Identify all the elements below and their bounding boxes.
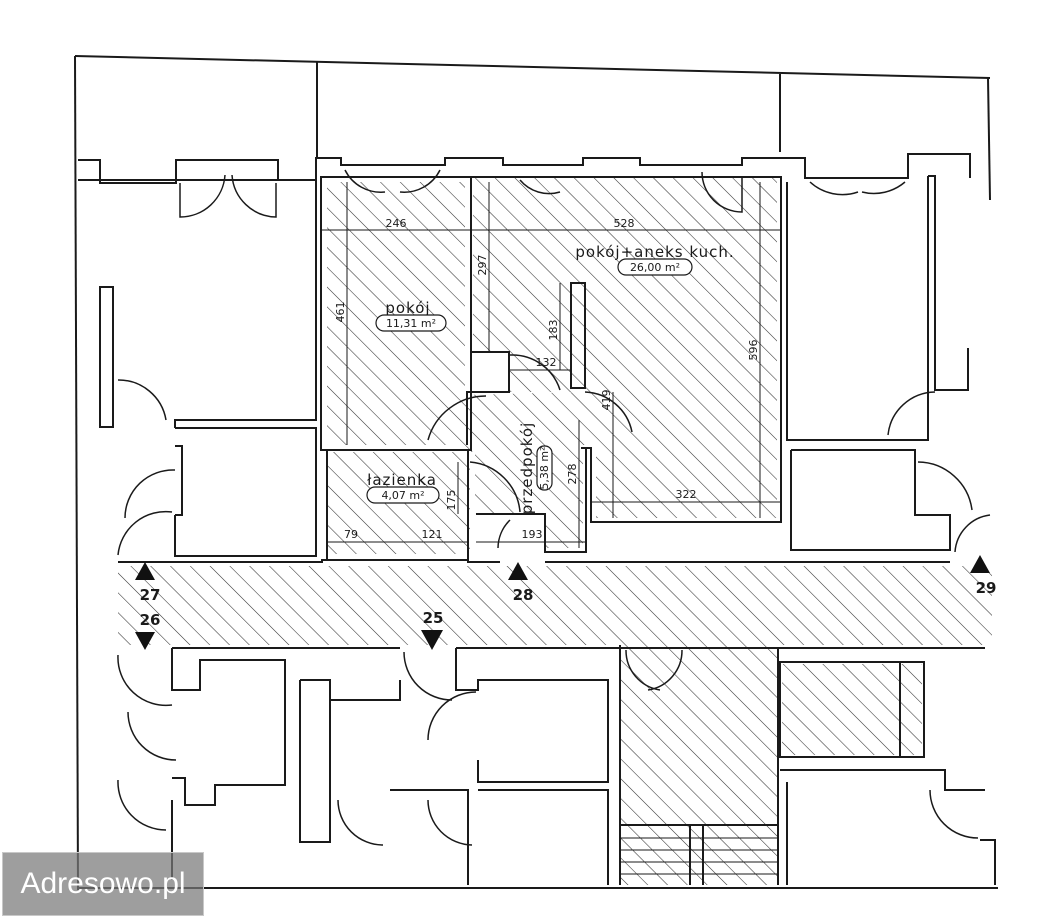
marker-28-arrow-up-icon bbox=[508, 562, 528, 580]
marker-label-26: 26 bbox=[140, 611, 161, 629]
hatch-stairwell bbox=[620, 645, 778, 885]
walls bbox=[74, 55, 998, 891]
room-name-pokoj-aneks: pokój+aneks kuch. bbox=[575, 243, 734, 261]
room-name-lazienka: łazienka bbox=[367, 471, 437, 489]
dim-label-193: 193 bbox=[522, 528, 543, 541]
label-group-przedpokoj: przedpokój 5,38 m² bbox=[518, 422, 553, 515]
stairs bbox=[620, 837, 778, 875]
dim-label-596: 596 bbox=[747, 340, 760, 361]
dimension-lines bbox=[321, 182, 781, 548]
dim-label-79: 79 bbox=[344, 528, 358, 541]
marker-label-28: 28 bbox=[513, 586, 534, 604]
marker-27-arrow-up-icon bbox=[135, 562, 155, 580]
adresowo-watermark: Adresowo.pl bbox=[2, 852, 204, 916]
dim-label-121: 121 bbox=[422, 528, 443, 541]
dim-label-183: 183 bbox=[547, 320, 560, 341]
dim-label-297: 297 bbox=[476, 255, 489, 276]
hatch-small-room bbox=[782, 664, 922, 755]
marker-29-arrow-up-icon bbox=[970, 555, 990, 573]
dim-label-461: 461 bbox=[334, 302, 347, 323]
marker-26-arrow-down-icon bbox=[135, 632, 155, 650]
dim-label-246: 246 bbox=[386, 217, 407, 230]
room-area-pokoj-aneks: 26,00 m² bbox=[630, 261, 680, 274]
room-area-pokoj: 11,31 m² bbox=[386, 317, 436, 330]
area-box-lazienka bbox=[366, 486, 440, 504]
area-box-pokoj bbox=[375, 314, 447, 332]
area-box-pokoj-aneks bbox=[617, 258, 693, 276]
hatch-pokoj-aneks bbox=[473, 178, 777, 518]
dim-label-132: 132 bbox=[536, 356, 557, 369]
room-name-pokoj: pokój bbox=[385, 299, 430, 317]
dim-label-175: 175 bbox=[445, 490, 458, 511]
doors bbox=[117, 169, 991, 846]
room-area-przedpokoj: 5,38 m² bbox=[538, 446, 551, 489]
marker-label-25: 25 bbox=[423, 609, 444, 627]
room-area-lazienka: 4,07 m² bbox=[381, 489, 424, 502]
hatch-pokoj bbox=[327, 182, 465, 445]
marker-label-29: 29 bbox=[976, 579, 997, 597]
hatch-przedpokoj bbox=[465, 392, 583, 548]
dim-label-419: 419 bbox=[600, 390, 613, 411]
marker-25-arrow-down-icon bbox=[421, 630, 443, 650]
highlighted-areas bbox=[118, 178, 992, 885]
room-name-przedpokoj: przedpokój bbox=[518, 422, 536, 515]
marker-label-27: 27 bbox=[140, 586, 161, 604]
dim-label-322: 322 bbox=[676, 488, 697, 501]
hatch-corridor bbox=[118, 566, 992, 645]
dim-label-278: 278 bbox=[566, 464, 579, 485]
area-box-przedpokoj bbox=[536, 445, 553, 491]
dim-label-528: 528 bbox=[614, 217, 635, 230]
